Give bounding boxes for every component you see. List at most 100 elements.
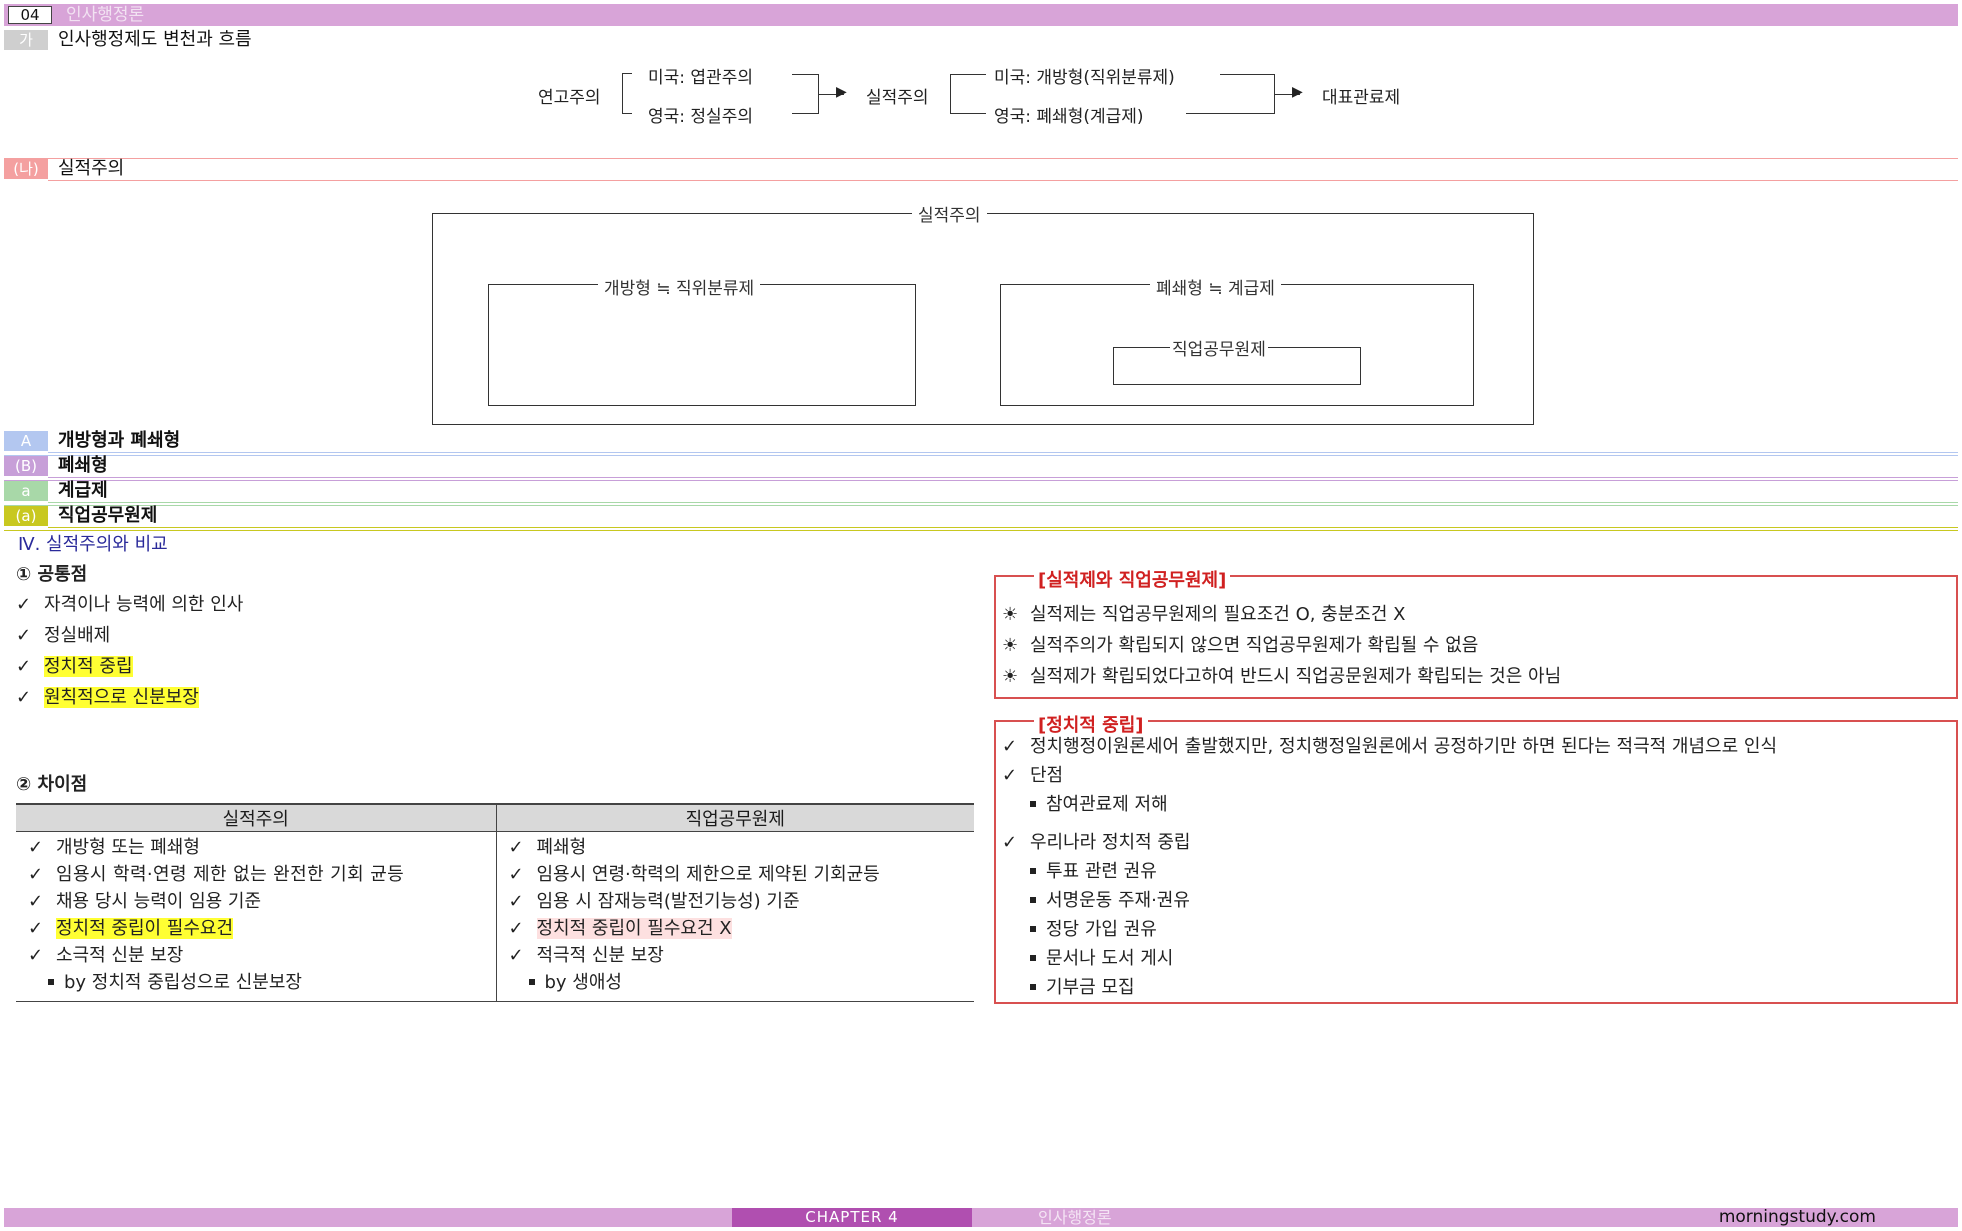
check-icon: ✓: [508, 918, 524, 939]
square-bullet-icon: [1030, 867, 1036, 874]
flow-merit: 실적주의: [866, 88, 929, 108]
check-icon: ✓: [16, 625, 32, 646]
section-header-pa: (a) 직업공무원제: [4, 505, 1958, 531]
list-item: ✓정치적 중립이 필수요건: [28, 918, 234, 939]
merit-vs-career-title: [실적제와 직업공무원제]: [1034, 566, 1231, 592]
check-icon: ✓: [28, 891, 44, 912]
list-item: ✓원칙적으로 신분보장: [16, 687, 199, 708]
chapter-title: 인사행정론: [66, 5, 145, 25]
section-label: 실적주의: [58, 158, 125, 179]
sub-item: 서명운동 주재·권유: [1002, 889, 1777, 913]
page-footer: CHAPTER 4 인사행정론 morningstudy.com: [4, 1208, 1958, 1227]
section-header-ga: 가 인사행정제도 변천과 흐름: [4, 30, 1958, 52]
sub-item: 기부금 모집: [1002, 976, 1777, 1000]
list-item: ✓임용 시 잠재능력(발전기능성) 기준: [508, 891, 800, 912]
list-item: ✓정치적 중립이 필수요건 X: [508, 918, 732, 939]
list-item: ✓자격이나 능력에 의한 인사: [16, 594, 244, 615]
list-item: ✓정치적 중립: [16, 656, 133, 677]
footer-site: morningstudy.com: [1718, 1207, 1876, 1227]
list-item: ✓정실배제: [16, 625, 111, 646]
list-item: ✓임용시 학력·연령 제한 없는 완전한 기회 균등: [28, 864, 405, 885]
check-icon: ✓: [1002, 736, 1018, 757]
flow-uk-patronage: 영국: 정실주의: [648, 107, 753, 127]
comparison-table: 실적주의 직업공무원제 ✓개방형 또는 폐쇄형 ✓임용시 학력·연령 제한 없는…: [16, 803, 974, 1002]
flow-us-open: 미국: 개방형(직위분류제): [994, 68, 1175, 88]
section-label: 개방형과 폐쇄형: [58, 430, 181, 451]
section-header-A: A 개방형과 폐쇄형: [4, 430, 1958, 456]
open-system-label: 개방형 ≒ 직위분류제: [598, 274, 761, 299]
table-header-career: 직업공무원제: [495, 803, 974, 832]
closed-system-label: 폐쇄형 ≒ 계급제: [1150, 274, 1281, 299]
merit-vs-career-box: [994, 575, 1958, 699]
check-icon: ✓: [508, 864, 524, 885]
merit-column: ✓개방형 또는 폐쇄형 ✓임용시 학력·연령 제한 없는 완전한 기회 균등 ✓…: [16, 831, 496, 1002]
section-label: 계급제: [58, 480, 108, 501]
arrow-icon: ▶: [836, 84, 847, 100]
section-badge: (B): [4, 456, 48, 476]
flow-representative: 대표관료제: [1322, 88, 1401, 108]
sub-item: by 정치적 중립성으로 신분보장: [28, 971, 496, 995]
square-bullet-icon: [1030, 896, 1036, 903]
footer-chapter: CHAPTER 4: [732, 1208, 972, 1227]
table-header-merit: 실적주의: [16, 803, 496, 832]
section-badge: (a): [4, 506, 48, 526]
check-icon: ✓: [28, 864, 44, 885]
arrow-icon: ▶: [1292, 84, 1303, 100]
sub-item: 문서나 도서 게시: [1002, 947, 1777, 971]
list-item: ✓임용시 연령·학력의 제한으로 제약된 기회균등: [508, 864, 880, 885]
check-icon: ✓: [1002, 765, 1018, 786]
list-item: ✓정치행정이원론세어 출발했지만, 정치행정일원론에서 공정하기만 하면 된다는…: [1002, 736, 1778, 757]
political-neutrality-title: [정치적 중립]: [1034, 711, 1148, 737]
square-bullet-icon: [528, 978, 535, 985]
list-item: ✓단점: [1002, 765, 1064, 786]
list-item: ✓폐쇄형: [508, 837, 587, 858]
section-badge: A: [4, 431, 48, 451]
section-label: 폐쇄형: [58, 455, 108, 476]
check-icon: ✓: [508, 891, 524, 912]
square-bullet-icon: [1030, 925, 1036, 932]
chapter-header-bar: 04 인사행정론: [4, 4, 1958, 26]
sun-icon: ☀: [1002, 666, 1019, 687]
diff-title: ② 차이점: [16, 774, 88, 795]
list-item: ✓채용 당시 능력이 임용 기준: [28, 891, 262, 912]
sub-item: 참여관료제 저해: [1002, 793, 1777, 817]
square-bullet-icon: [1030, 800, 1036, 807]
section-badge: a: [4, 481, 48, 501]
list-item: ✓소극적 신분 보장: [28, 945, 184, 966]
political-neutrality-box: [994, 720, 1958, 1004]
list-item: ☀실적주의가 확립되지 않으면 직업공무원제가 확립될 수 없음: [1002, 635, 1479, 656]
square-bullet-icon: [1030, 983, 1036, 990]
sun-icon: ☀: [1002, 635, 1019, 656]
sub-item: 투표 관련 권유: [1002, 860, 1777, 884]
footer-title: 인사행정론: [1038, 1208, 1112, 1227]
section-label: 직업공무원제: [58, 505, 158, 526]
merit-outer-label: 실적주의: [912, 201, 987, 226]
sub-item: 정당 가입 권유: [1002, 918, 1777, 942]
list-item: ✓개방형 또는 폐쇄형: [28, 837, 200, 858]
career-civil-label: 직업공무원제: [1170, 335, 1268, 360]
sub-item: by 생애성: [509, 971, 975, 995]
flow-uk-closed: 영국: 폐쇄형(계급제): [994, 107, 1144, 127]
check-icon: ✓: [28, 837, 44, 858]
common-title: ① 공통점: [16, 564, 88, 585]
open-system-box: [488, 284, 916, 406]
check-icon: ✓: [16, 594, 32, 615]
square-bullet-icon: [1030, 954, 1036, 961]
check-icon: ✓: [1002, 832, 1018, 853]
list-item: ☀실적제는 직업공무원제의 필요조건 O, 충분조건 X: [1002, 604, 1406, 625]
political-neutrality-list: ✓정치행정이원론세어 출발했지만, 정치행정일원론에서 공정하기만 하면 된다는…: [1002, 735, 1777, 1000]
chapter-number: 04: [8, 6, 52, 24]
check-icon: ✓: [28, 918, 44, 939]
list-item: ✓우리나라 정치적 중립: [1002, 832, 1191, 853]
square-bullet-icon: [48, 978, 54, 985]
section-badge: 가: [4, 30, 48, 50]
check-icon: ✓: [508, 837, 524, 858]
section-header-na: (나) 실적주의: [4, 158, 1958, 181]
flow-us-spoils: 미국: 엽관주의: [648, 68, 753, 88]
check-icon: ✓: [16, 656, 32, 677]
section-badge: (나): [4, 159, 48, 179]
check-icon: ✓: [16, 687, 32, 708]
common-list: ✓자격이나 능력에 의한 인사 ✓정실배제 ✓정치적 중립 ✓원칙적으로 신분보…: [16, 593, 243, 710]
check-icon: ✓: [28, 945, 44, 966]
merit-vs-career-list: ☀실적제는 직업공무원제의 필요조건 O, 충분조건 X ☀실적주의가 확립되지…: [1002, 603, 1561, 689]
